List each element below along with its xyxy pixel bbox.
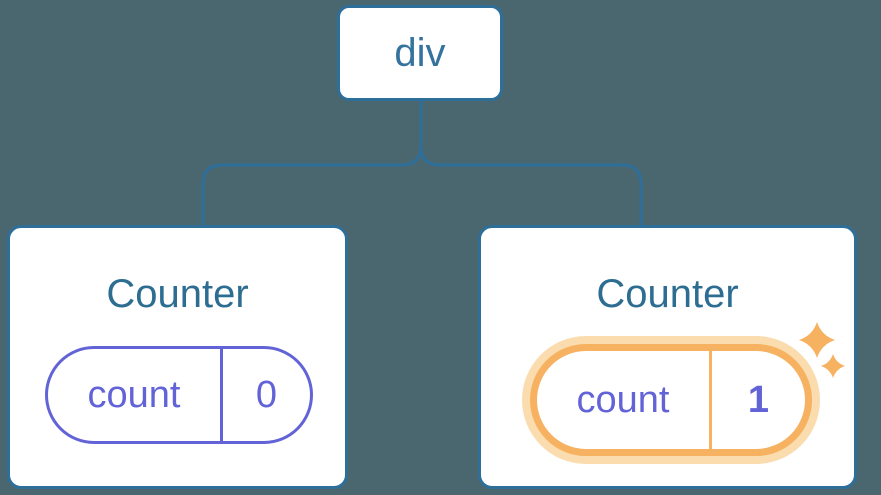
- counter-node-right: Counter count 1: [478, 225, 857, 489]
- pill-divider: [709, 351, 712, 449]
- counter-title: Counter: [596, 272, 739, 316]
- pill-divider: [220, 349, 223, 441]
- edge-root-to-right-counter: [419, 101, 643, 225]
- counter-node-left: Counter count 0: [7, 225, 348, 489]
- root-node-label: div: [394, 31, 446, 75]
- state-key-label: count: [576, 378, 670, 421]
- state-value: 0: [255, 373, 278, 416]
- edge-root-to-left-counter: [201, 101, 423, 225]
- state-pill-count-1-highlighted: count 1: [530, 344, 812, 456]
- state-pill-count-0: count 0: [45, 346, 313, 444]
- state-value: 1: [747, 378, 770, 421]
- counter-title: Counter: [106, 272, 249, 316]
- root-node-div: div: [337, 5, 503, 101]
- state-key-label: count: [87, 373, 181, 416]
